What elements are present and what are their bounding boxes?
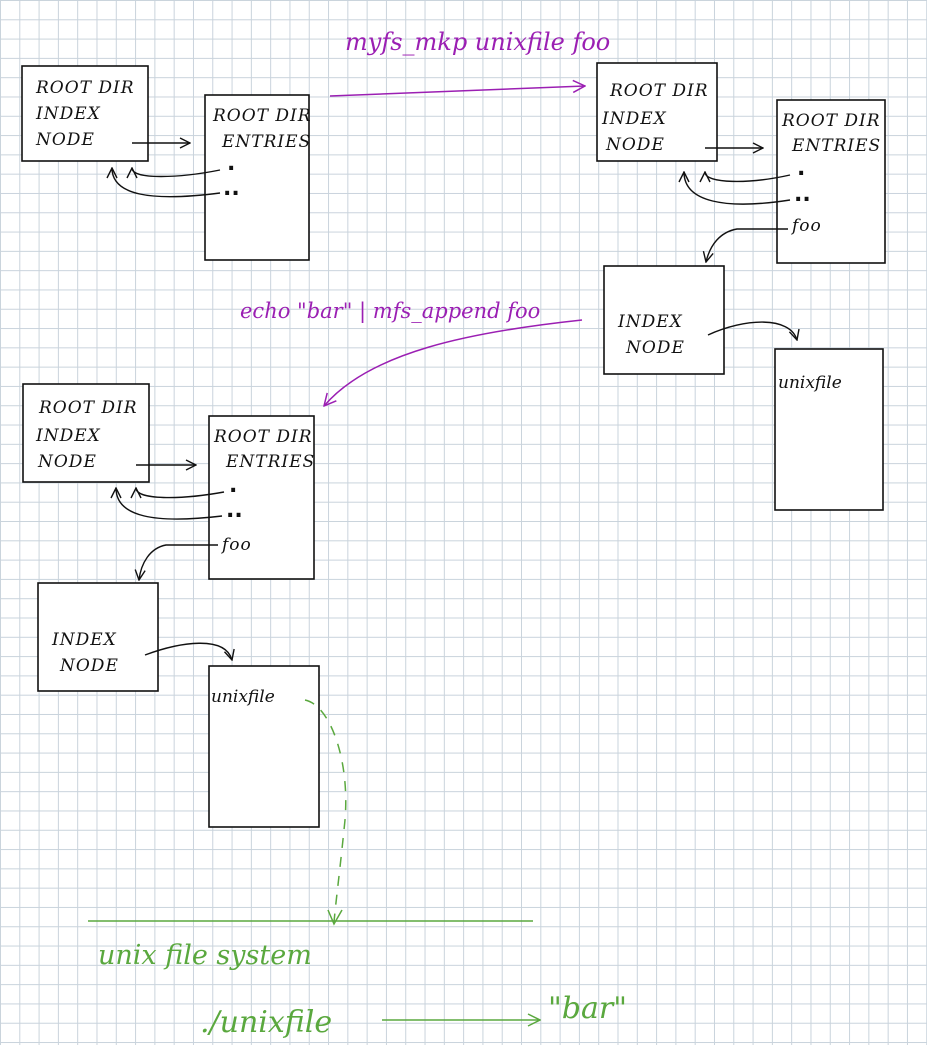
inode-to-unixfile-arrow — [707, 321, 797, 340]
root-index-node-label-1: ROOT DIR — [609, 81, 709, 101]
root-dir-entries-label-2: ENTRIES — [225, 452, 315, 472]
root-dir-entries-label-2: ENTRIES — [791, 136, 881, 156]
root-index-node-label-1: ROOT DIR — [35, 78, 135, 98]
fs-title: unix file system — [98, 940, 312, 971]
root-dir-entries-label-2: ENTRIES — [221, 132, 311, 152]
file-index-node-label-2: NODE — [59, 656, 119, 676]
root-dir-entries-label-1: ROOT DIR — [212, 106, 312, 126]
root-index-node-label-1: ROOT DIR — [38, 398, 138, 418]
entry-dotdot: .. — [226, 498, 243, 523]
command-mkp-label: myfs_mkp unixfile foo — [345, 28, 610, 56]
dotdot-back-arrow — [684, 172, 791, 205]
file-index-node-label-2: NODE — [625, 338, 685, 358]
root-index-node-label-3: NODE — [605, 135, 665, 155]
entry-dotdot: .. — [223, 176, 240, 201]
command-mkp-arrow — [329, 86, 585, 97]
root-dir-entries-label-1: ROOT DIR — [213, 427, 313, 447]
file-index-node-box — [603, 265, 725, 375]
dashed-arrow-head — [327, 909, 343, 926]
command-append: echo "bar" | mfs_append foo — [240, 299, 583, 406]
state-after-append: ROOT DIR INDEX NODE ROOT DIR ENTRIES . .… — [22, 383, 320, 828]
root-index-node-label-3: NODE — [35, 130, 95, 150]
root-index-node-box — [22, 383, 150, 483]
command-mkp: myfs_mkp unixfile foo — [329, 28, 610, 97]
unix-file-system: unix file system ./unixfile "bar" — [88, 699, 627, 1040]
entry-dot: . — [227, 151, 235, 176]
unixfile-block-box — [208, 665, 320, 828]
entry-foo: foo — [220, 535, 252, 555]
unixfile-label: unixfile — [778, 373, 842, 393]
root-index-node-label-2: INDEX — [35, 426, 101, 446]
entry-dot: . — [229, 473, 237, 498]
entry-dotdot: .. — [794, 182, 811, 207]
entry-dot: . — [797, 156, 805, 181]
inode-to-unixfile-arrow — [144, 642, 232, 660]
root-index-node-label-2: INDEX — [601, 109, 667, 129]
foo-to-inode-arrow — [706, 228, 788, 262]
dot-back-arrow — [132, 168, 221, 177]
unixfile-block-box — [774, 348, 884, 511]
command-append-arrow — [324, 319, 583, 406]
dot-back-arrow — [136, 488, 225, 498]
root-dir-entries-box — [204, 94, 310, 261]
state-initial: ROOT DIR INDEX NODE ROOT DIR ENTRIES . .… — [21, 65, 312, 261]
foo-to-inode-arrow — [139, 544, 218, 580]
entry-foo: foo — [790, 216, 822, 236]
file-index-node-label-1: INDEX — [617, 312, 683, 332]
root-index-node-box — [596, 62, 718, 162]
root-index-node-label-3: NODE — [37, 452, 97, 472]
root-index-node-box — [21, 65, 149, 162]
dotdot-back-arrow — [116, 488, 223, 520]
file-index-node-label-1: INDEX — [51, 630, 117, 650]
state-after-mkp: ROOT DIR INDEX NODE ROOT DIR ENTRIES . .… — [596, 62, 886, 511]
root-index-node-label-2: INDEX — [35, 104, 101, 124]
unixfile-to-fs-dashed-arrow — [304, 699, 347, 923]
fs-content: "bar" — [548, 991, 627, 1026]
root-dir-entries-label-1: ROOT DIR — [781, 111, 881, 131]
command-append-label: echo "bar" | mfs_append foo — [240, 299, 540, 324]
dot-back-arrow — [705, 172, 791, 181]
root-dir-entries-box — [208, 415, 315, 580]
unixfile-label: unixfile — [211, 687, 275, 707]
fs-path: ./unixfile — [200, 1005, 332, 1040]
dotdot-back-arrow — [112, 168, 221, 198]
root-dir-entries-box — [776, 99, 886, 264]
file-index-node-box — [37, 582, 159, 692]
